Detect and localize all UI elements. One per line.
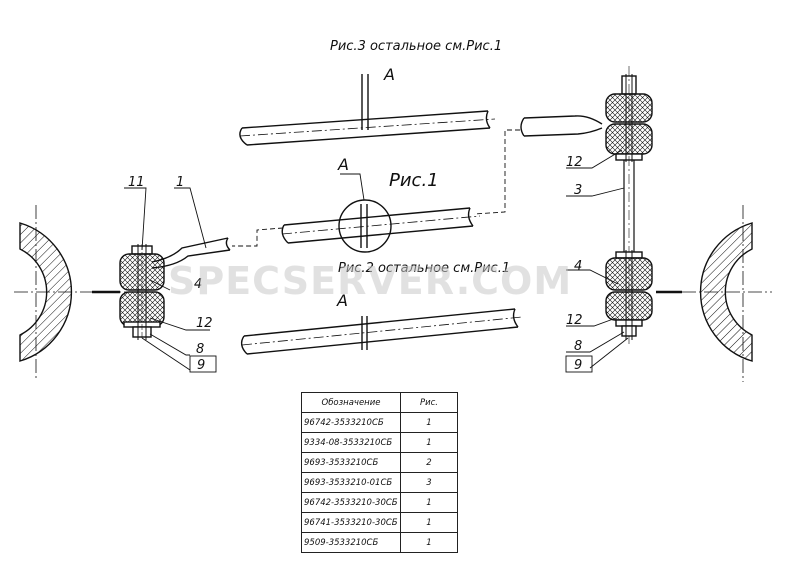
fig-cell: 1 xyxy=(400,532,458,553)
designation-cell: 9509-3533210СБ xyxy=(301,532,401,553)
callout-9-right: 9 xyxy=(574,358,582,373)
callout-8-left: 8 xyxy=(196,342,204,357)
callout-3: 3 xyxy=(574,183,582,198)
fig-cell: 2 xyxy=(400,452,458,473)
right-rod xyxy=(623,66,635,344)
right-callout-leaders xyxy=(566,149,629,369)
designation-cell: 9334-08-3533210СБ xyxy=(301,432,401,453)
callout-12-right: 12 xyxy=(566,313,583,328)
fig-cell: 1 xyxy=(400,412,458,433)
section-leader-mid xyxy=(340,173,365,201)
table-header-row: Обозначение Рис. xyxy=(301,392,458,413)
right-axle-section xyxy=(656,205,772,382)
fig1-title: Рис.1 xyxy=(389,170,439,191)
designation-cell: 9693-3533210СБ xyxy=(301,452,401,473)
designation-cell: 9693-3533210-01СБ xyxy=(301,472,401,493)
left-axle-section xyxy=(14,205,132,378)
left-rod-end xyxy=(151,237,231,269)
fig3-tube xyxy=(239,74,496,146)
callout-9-right-box xyxy=(565,355,593,373)
left-callout-leaders xyxy=(124,187,210,371)
callout-8-right: 8 xyxy=(574,339,582,354)
section-mark-a-bot: А xyxy=(336,291,348,310)
fig2-tube xyxy=(240,308,523,355)
left-bushing-assembly xyxy=(119,244,165,340)
section-mark-a-mid: А xyxy=(337,155,349,174)
watermark: SPECSERVER.COM xyxy=(168,259,572,303)
right-lower-bushing xyxy=(605,250,653,340)
callout-11: 11 xyxy=(128,175,145,190)
col-fig-header: Рис. xyxy=(400,392,458,413)
fig-cell: 1 xyxy=(400,432,458,453)
designation-cell: 96742-3533210-30СБ xyxy=(301,492,401,513)
fig1-tube xyxy=(281,199,481,253)
callout-12-left: 12 xyxy=(196,316,213,331)
fig-cell: 1 xyxy=(400,492,458,513)
col-designation-header: Обозначение xyxy=(301,392,401,413)
callout-9-left: 9 xyxy=(197,358,205,373)
callout-1: 1 xyxy=(176,175,184,190)
fig3-title: Рис.3 остальное см.Рис.1 xyxy=(330,39,502,54)
fig3-right-stub xyxy=(520,115,603,137)
connector-lines xyxy=(232,129,520,247)
fig2-title: Рис.2 остальное см.Рис.1 xyxy=(338,261,510,276)
callout-9-left-box xyxy=(189,355,217,373)
callout-4-right: 4 xyxy=(574,259,582,274)
section-mark-a-top: А xyxy=(383,65,395,84)
fig-cell: 1 xyxy=(400,512,458,533)
designation-cell: 96741-3533210-30СБ xyxy=(301,512,401,533)
callout-12-right-top: 12 xyxy=(566,155,583,170)
designation-cell: 96742-3533210СБ xyxy=(301,412,401,433)
fig-cell: 3 xyxy=(400,472,458,493)
callout-4-left: 4 xyxy=(194,277,202,292)
